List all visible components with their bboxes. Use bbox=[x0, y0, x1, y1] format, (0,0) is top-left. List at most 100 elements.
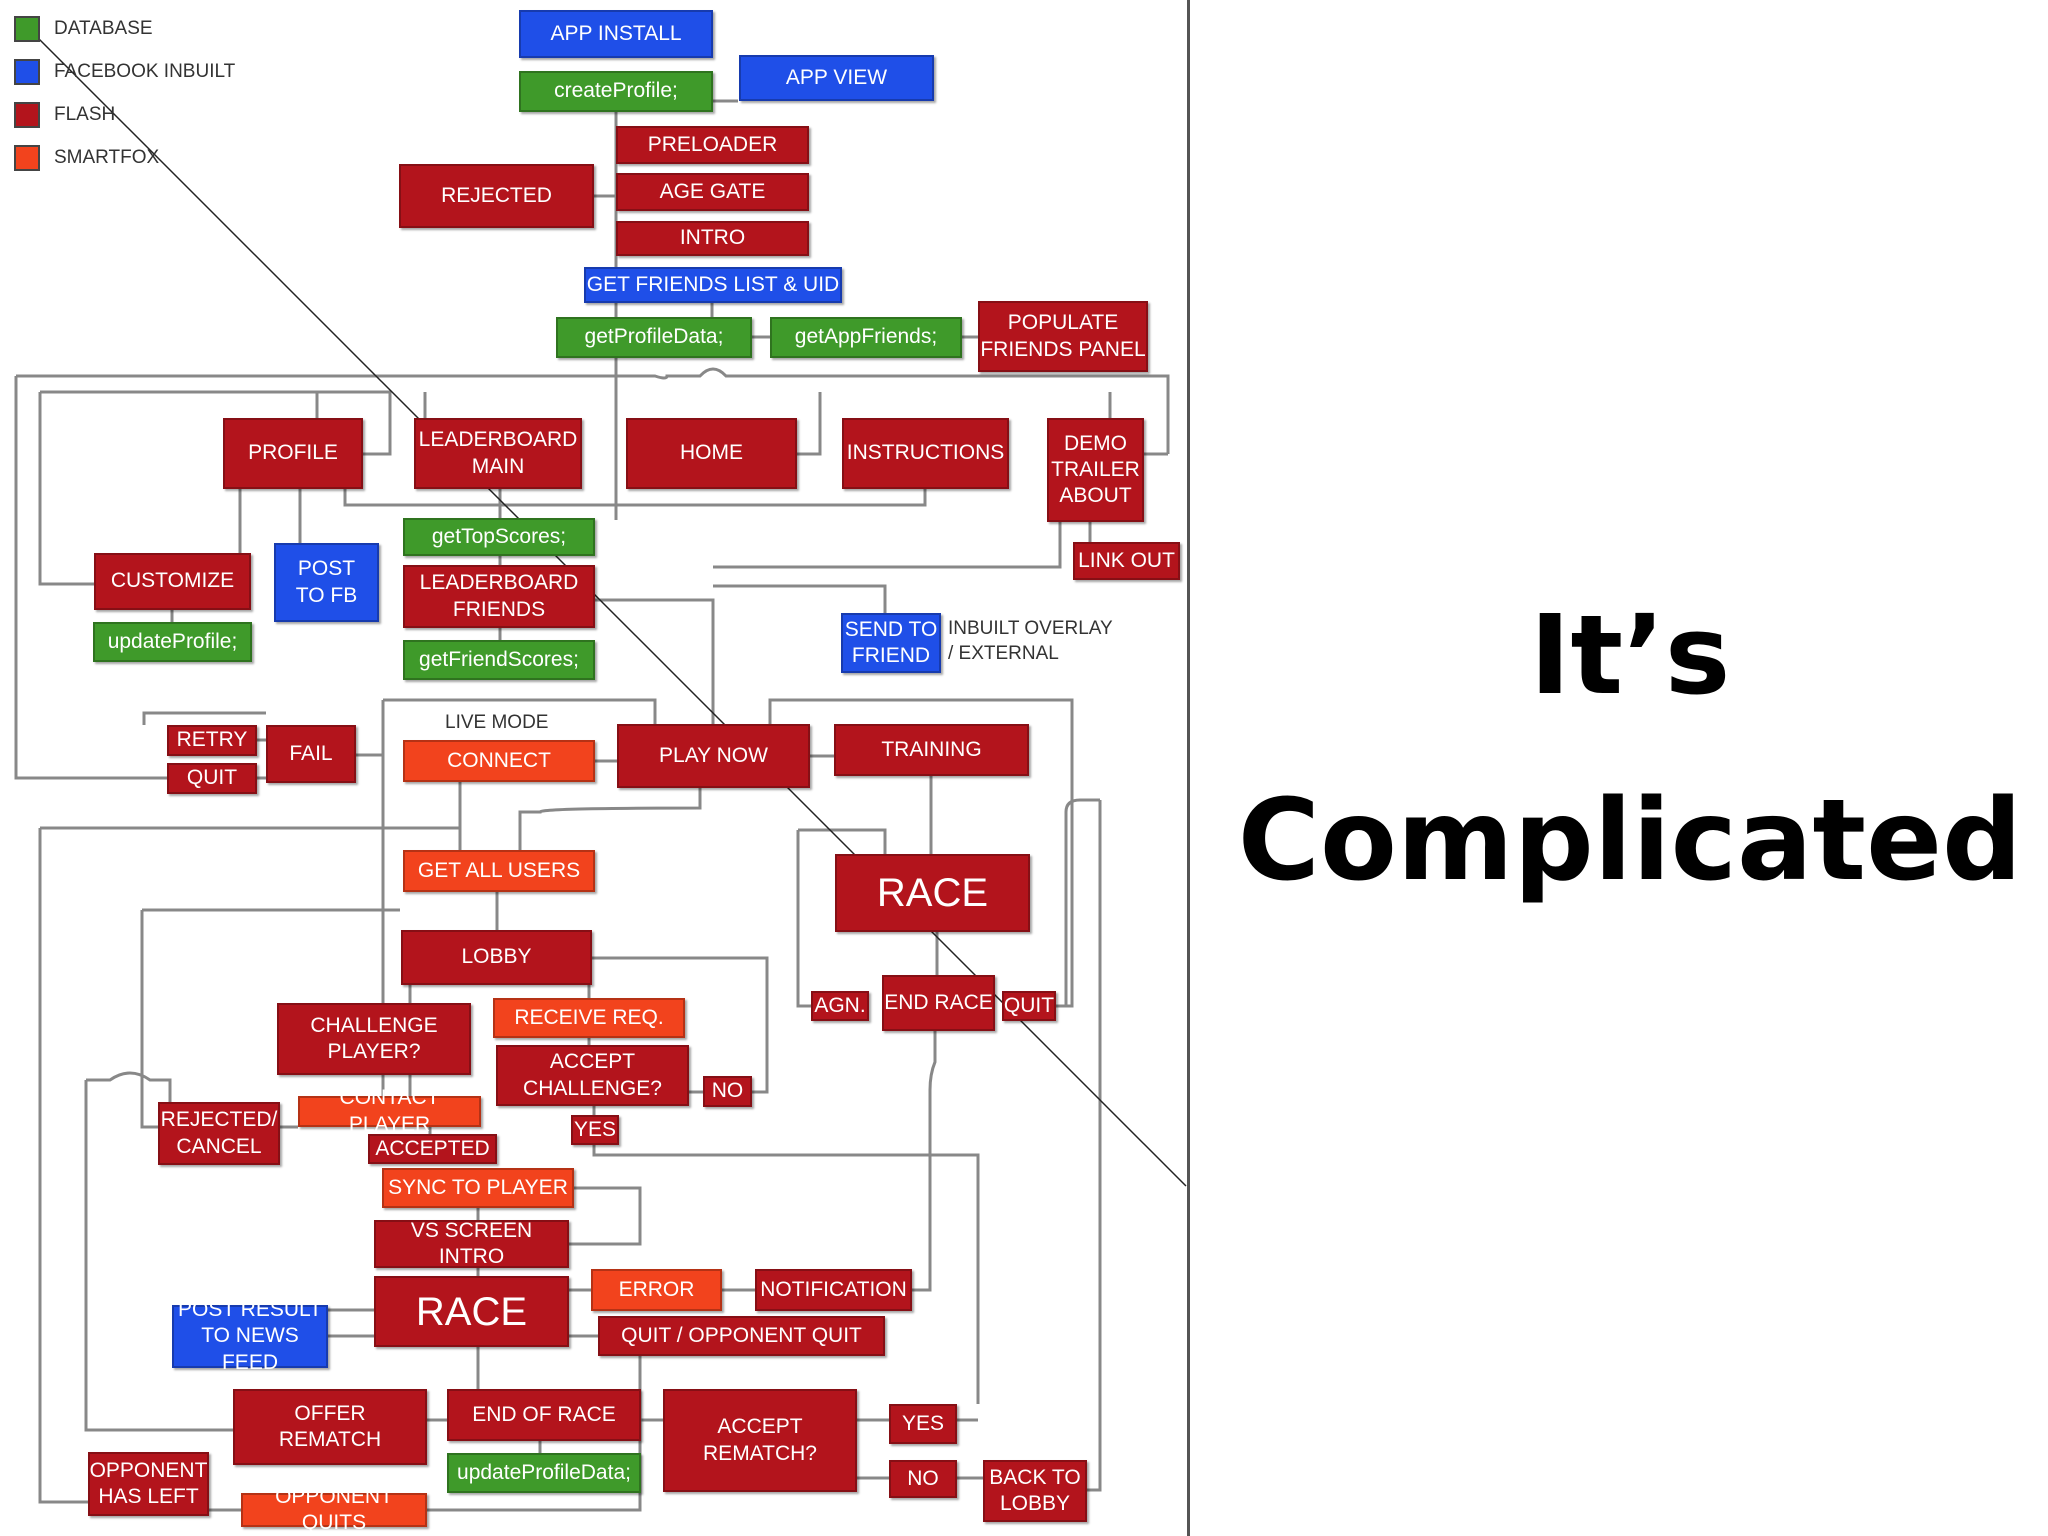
connector-line bbox=[592, 956, 769, 1094]
retry-node: RETRY bbox=[167, 725, 257, 756]
connector-line bbox=[16, 367, 1170, 454]
offer-rematch-node: OFFER REMATCH bbox=[233, 1389, 427, 1465]
connector-line bbox=[796, 830, 811, 1008]
accept-rematch-node: ACCEPT REMATCH? bbox=[663, 1389, 857, 1492]
connector-line bbox=[40, 390, 392, 456]
connector-line bbox=[569, 1186, 642, 1246]
flowchart: DATABASE FACEBOOK INBUILT FLASH SMARTFOX… bbox=[14, 0, 1190, 1536]
legend-swatch-facebook bbox=[14, 59, 40, 85]
legend-label: DATABASE bbox=[54, 18, 153, 39]
get-profile-data-node: getProfileData; bbox=[556, 317, 752, 358]
leaderboard-friends-node: LEADERBOARD FRIENDS bbox=[403, 565, 595, 628]
fail-node: FAIL bbox=[266, 725, 356, 783]
agn-node: AGN. bbox=[811, 991, 869, 1021]
rejected-top-node: REJECTED bbox=[399, 164, 594, 228]
back-to-lobby-node: BACK TO LOBBY bbox=[983, 1460, 1087, 1522]
opponent-has-left-node: OPPONENT HAS LEFT bbox=[88, 1452, 209, 1516]
connector-line bbox=[142, 711, 266, 725]
legend-swatch-smartfox bbox=[14, 145, 40, 171]
vs-screen-intro-node: VS SCREEN INTRO bbox=[374, 1219, 569, 1268]
post-result-node: POST RESULT TO NEWS FEED bbox=[172, 1298, 328, 1374]
app-view-node: APP VIEW bbox=[739, 55, 934, 101]
get-all-users-node: GET ALL USERS bbox=[403, 850, 595, 892]
connector-line bbox=[38, 392, 94, 586]
end-of-race-node: END OF RACE bbox=[447, 1389, 641, 1441]
create-profile-node: createProfile; bbox=[519, 71, 713, 112]
connector-line bbox=[383, 698, 657, 724]
link-out-node: LINK OUT bbox=[1073, 542, 1180, 580]
instructions-node: INSTRUCTIONS bbox=[842, 418, 1009, 489]
legend-swatch-flash bbox=[14, 102, 40, 128]
sync-to-player-node: SYNC TO PLAYER bbox=[382, 1168, 574, 1208]
error-node: ERROR bbox=[591, 1269, 722, 1311]
legend-swatch-database bbox=[14, 16, 40, 42]
get-top-scores-node: getTopScores; bbox=[403, 518, 595, 556]
get-friends-list-node: GET FRIENDS LIST & UID bbox=[584, 267, 842, 303]
rejected-cancel-node: REJECTED/ CANCEL bbox=[158, 1102, 280, 1165]
quit-race-node: QUIT bbox=[1002, 991, 1056, 1021]
lobby-node: LOBBY bbox=[401, 930, 592, 985]
connector-line bbox=[713, 522, 1062, 569]
get-app-friends-node: getAppFriends; bbox=[770, 317, 962, 358]
intro-node: INTRO bbox=[616, 221, 809, 256]
home-node: HOME bbox=[626, 418, 797, 489]
connector-line bbox=[912, 1000, 937, 1292]
end-race-node: END RACE bbox=[882, 975, 995, 1031]
no-rematch-node: NO bbox=[889, 1460, 957, 1498]
connect-node: CONNECT bbox=[403, 740, 595, 782]
customize-node: CUSTOMIZE bbox=[94, 553, 251, 610]
connector-line bbox=[518, 724, 702, 850]
legend-facebook: FACEBOOK INBUILT bbox=[14, 59, 235, 85]
receive-req-node: RECEIVE REQ. bbox=[493, 998, 685, 1038]
connector-line bbox=[1087, 800, 1102, 1492]
legend-smartfox: SMARTFOX bbox=[14, 145, 159, 171]
get-friend-scores-node: getFriendScores; bbox=[403, 640, 595, 680]
connector-line bbox=[86, 1071, 172, 1102]
profile-node: PROFILE bbox=[223, 418, 363, 489]
connector-line bbox=[38, 828, 88, 1504]
leaderboard-main-node: LEADERBOARD MAIN bbox=[414, 418, 582, 489]
populate-friends-panel-node: POPULATE FRIENDS PANEL bbox=[978, 301, 1148, 372]
app-install-node: APP INSTALL bbox=[519, 10, 713, 58]
slide-title: It’s Complicated bbox=[1230, 600, 2030, 897]
race-training-node: RACE bbox=[835, 854, 1030, 932]
connector-line bbox=[84, 1080, 233, 1432]
yes-challenge-node: YES bbox=[571, 1115, 619, 1145]
legend-label: SMARTFOX bbox=[54, 147, 160, 168]
legend-label: FLASH bbox=[54, 104, 116, 125]
legend-database: DATABASE bbox=[14, 16, 153, 42]
demo-trailer-about-node: DEMO TRAILER ABOUT bbox=[1047, 418, 1144, 522]
race-main-node: RACE bbox=[374, 1276, 569, 1347]
challenge-player-node: CHALLENGE PLAYER? bbox=[277, 1003, 471, 1075]
send-to-friend-node: SEND TO FRIEND bbox=[841, 613, 941, 673]
connector-line bbox=[1064, 798, 1100, 1006]
live-mode-note: LIVE MODE bbox=[445, 712, 549, 733]
age-gate-node: AGE GATE bbox=[616, 173, 809, 211]
accept-challenge-node: ACCEPT CHALLENGE? bbox=[496, 1045, 689, 1106]
connector-line bbox=[713, 584, 887, 613]
connector-line bbox=[797, 392, 822, 456]
connector-line bbox=[14, 376, 167, 780]
connector-line bbox=[343, 489, 927, 507]
connector-line bbox=[595, 598, 715, 724]
title-line-1: It’s bbox=[1529, 591, 1731, 719]
notification-node: NOTIFICATION bbox=[755, 1269, 912, 1311]
inbuilt-overlay-note: INBUILT OVERLAY / EXTERNAL bbox=[948, 618, 1113, 664]
play-now-node: PLAY NOW bbox=[617, 724, 810, 788]
legend-flash: FLASH bbox=[14, 102, 115, 128]
accepted-node: ACCEPTED bbox=[368, 1134, 497, 1164]
contact-player-node: CONTACT PLAYER bbox=[298, 1086, 481, 1136]
quit-opponent-quit-node: QUIT / OPPONENT QUIT bbox=[598, 1316, 885, 1356]
connector-line bbox=[798, 828, 887, 854]
update-profile-data-node: updateProfileData; bbox=[447, 1453, 641, 1493]
quit-left-node: QUIT bbox=[167, 763, 257, 794]
connector-line bbox=[140, 910, 158, 1129]
preloader-node: PRELOADER bbox=[616, 126, 809, 164]
update-profile-node: updateProfile; bbox=[93, 622, 252, 662]
post-to-fb-node: POST TO FB bbox=[274, 543, 379, 622]
title-line-2: Complicated bbox=[1237, 776, 2023, 906]
legend-label: FACEBOOK INBUILT bbox=[54, 61, 236, 82]
no-challenge-node: NO bbox=[703, 1076, 752, 1107]
connector-line bbox=[592, 1145, 980, 1404]
opponent-quits-node: OPPONENT QUITS bbox=[241, 1485, 427, 1534]
